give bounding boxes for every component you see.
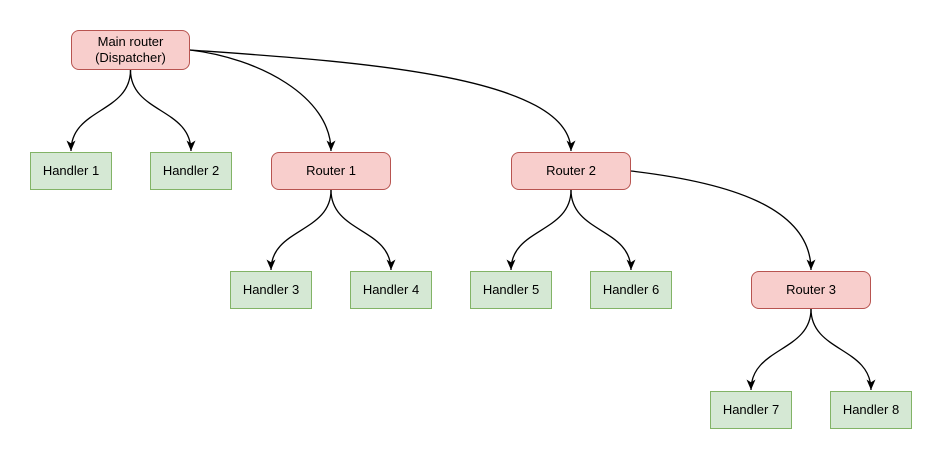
node-router-1-label: Router 1 [306,162,356,178]
edge-main-router-to-handler-1 [66,69,132,152]
node-handler-8: Handler 8 [830,391,912,429]
edge-router-1-to-handler-3 [266,189,332,271]
node-handler-6-label: Handler 6 [602,281,660,297]
node-router-1: Router 1 [271,152,391,190]
edge-main-router-to-router-1 [189,49,336,152]
node-handler-5-label: Handler 5 [482,281,540,297]
node-main-router-label: Main router (Dispatcher) [95,33,166,65]
node-router-2-label: Router 2 [546,162,596,178]
node-handler-4-label: Handler 4 [362,281,420,297]
node-handler-7: Handler 7 [710,391,792,429]
node-handler-8-label: Handler 8 [842,401,900,417]
node-main-router: Main router (Dispatcher) [71,30,190,70]
edge-router-3-to-handler-8 [810,308,876,391]
node-handler-6: Handler 6 [590,271,672,309]
edge-router-3-to-handler-7 [746,308,812,391]
node-handler-1-label: Handler 1 [42,162,100,178]
node-handler-1: Handler 1 [30,152,112,190]
edge-main-router-to-handler-2 [129,69,196,152]
node-handler-2-label: Handler 2 [162,162,220,178]
node-handler-2: Handler 2 [150,152,232,190]
edge-main-router-to-router-2 [189,49,576,152]
node-router-3-label: Router 3 [786,281,836,297]
node-handler-4: Handler 4 [350,271,432,309]
node-handler-3-label: Handler 3 [242,281,300,297]
node-router-3: Router 3 [751,271,871,309]
edge-router-1-to-handler-4 [330,189,396,271]
node-handler-7-label: Handler 7 [722,401,780,417]
edge-router-2-to-router-3 [630,170,816,271]
node-handler-3: Handler 3 [230,271,312,309]
node-router-2: Router 2 [511,152,631,190]
edge-router-2-to-handler-5 [506,189,572,271]
edge-router-2-to-handler-6 [570,189,636,271]
node-handler-5: Handler 5 [470,271,552,309]
